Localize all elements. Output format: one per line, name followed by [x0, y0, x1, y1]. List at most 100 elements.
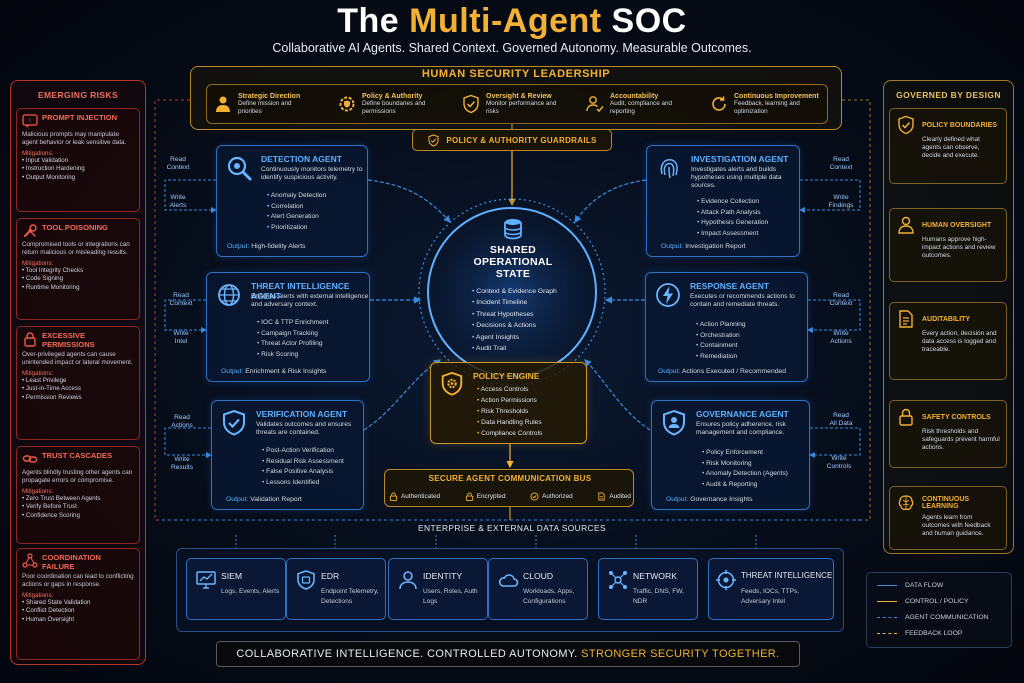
leadership-name: Strategic Direction [238, 92, 301, 100]
output-label: Output: [221, 368, 244, 375]
globe-icon [218, 284, 240, 306]
risk-mitigations-label: Mitigations: [22, 259, 54, 267]
policy-engine-list: Access Controls Action Permissions Risk … [477, 384, 543, 439]
risk-mitigations-label: Mitigations: [22, 369, 54, 377]
flow-label-governance-write: Write Controls [826, 455, 852, 470]
mitigation-item: Shared State Validation [22, 599, 90, 606]
shield-check-icon [898, 115, 914, 135]
agent-capability: Orchestration [696, 331, 746, 342]
leadership-name: Continuous Improvement [734, 92, 819, 100]
risk-card-tool-poisoning: TOOL POISONING Compromised tools or inte… [16, 218, 140, 320]
source-desc: Users, Roles, Auth Logs [423, 588, 478, 605]
shared-state-item: Audit Trail [472, 343, 557, 354]
flow-label-verification-read: Read Actions [171, 414, 193, 429]
risk-card-trust-cascades: TRUST CASCADES Agents blindly trusting o… [16, 446, 140, 544]
agent-capability: Prioritization [267, 223, 326, 234]
shared-operational-state: SHARED OPERATIONAL STATE Context & Evide… [420, 210, 606, 378]
output-value: Governance Insights [690, 496, 753, 503]
source-desc: Feeds, IOCs, TTPs, Adversary Intel [741, 588, 800, 605]
agent-capability-list: Evidence Collection Attack Path Analysis… [697, 197, 768, 239]
leadership-desc: Monitor performance and risks [486, 99, 557, 115]
agent-capability: IOC & TTP Enrichment [257, 318, 328, 329]
threat-intelligence-agent-card: THREAT INTELLIGENCE AGENT Enriches alert… [206, 272, 370, 382]
leadership-name: Policy & Authority [362, 92, 423, 100]
brain-icon [898, 495, 914, 511]
risk-mitigations-label: Mitigations: [22, 149, 54, 157]
agent-desc: Executes or recommends actions to contai… [690, 293, 795, 309]
risk-card-excessive-permissions: EXCESSIVE PERMISSIONS Over-privileged ag… [16, 326, 140, 440]
agent-capability: Impact Assessment [697, 229, 768, 240]
flow-label-response-write: Write Actions [830, 330, 852, 345]
policy-engine-card: POLICY ENGINE Access Controls Action Per… [430, 362, 587, 444]
chain-link-icon [22, 455, 38, 463]
agent-capability: Campaign Tracking [257, 329, 328, 340]
agent-capability: Anomaly Detection (Agents) [702, 469, 788, 480]
shared-state-list: Context & Evidence Graph Incident Timeli… [472, 286, 557, 354]
legend-swatch [877, 601, 897, 602]
leadership-desc: Define mission and priorities [238, 99, 292, 115]
shield-check-icon [463, 94, 479, 114]
person-icon [898, 216, 914, 234]
gov-desc: Agents learn from outcomes with feedback… [922, 514, 991, 537]
output-label: Output: [661, 243, 684, 250]
mitigation-item: Runtime Monitoring [22, 284, 80, 291]
bus-item-label: Authenticated [401, 493, 441, 500]
title-part-1: The [337, 2, 410, 40]
source-desc: Traffic, DNS, FW, NDR [633, 588, 684, 605]
mitigation-item: Input Validation [22, 157, 68, 164]
legend-item: AGENT COMMUNICATION [877, 614, 989, 621]
network-nodes-icon [22, 553, 38, 568]
agent-output: Output: High-fidelity Alerts [227, 243, 306, 250]
footer-highlight: STRONGER SECURITY TOGETHER. [581, 648, 780, 660]
footer-part-1: COLLABORATIVE INTELLIGENCE. CONTROLLED A… [236, 648, 582, 660]
prompt-alert-icon: ! [22, 114, 38, 128]
risk-card-coordination-failure: COORDINATION FAILURE Poor coordination c… [16, 548, 140, 660]
agent-capability: Residual Risk Assessment [262, 457, 344, 468]
page-title: The Multi-Agent SOC [0, 2, 1024, 41]
risk-desc: Poor coordination can lead to conflictin… [22, 573, 134, 588]
response-agent-card: RESPONSE AGENT Executes or recommends ac… [645, 272, 808, 382]
lock-icon [389, 492, 398, 501]
network-icon [609, 571, 627, 589]
flow-label-detection-read: Read Context [166, 156, 190, 171]
source-desc: Endpoint Telemetry, Detections [321, 588, 379, 605]
legend-label: DATA FLOW [905, 582, 944, 589]
check-circle-icon [530, 492, 539, 501]
left-loop-3 [164, 427, 212, 458]
flow-label-investigation-read: Read Context [829, 156, 853, 171]
risk-mitigations-list: Shared State Validation Conflict Detecti… [22, 599, 134, 625]
risk-name: TOOL POISONING [42, 223, 108, 232]
risk-mitigations-list: Least Privilege Just-in-Time Access Perm… [22, 377, 134, 403]
bus-properties: Authenticated Encrypted Authorized Audit… [389, 492, 631, 501]
shield-icon [297, 570, 315, 590]
policy-item: Compliance Controls [477, 428, 542, 439]
source-name: IDENTITY [423, 571, 463, 581]
risk-name: PROMPT INJECTION [42, 113, 118, 122]
shared-state-item: Incident Timeline [472, 297, 557, 308]
agent-capability-list: IOC & TTP Enrichment Campaign Tracking T… [257, 318, 328, 360]
risk-name: TRUST CASCADES [42, 451, 113, 460]
output-label: Output: [666, 496, 689, 503]
gov-name: SAFETY CONTROLS [922, 413, 991, 421]
monitor-chart-icon [196, 571, 216, 589]
agent-name: THREAT INTELLIGENCE AGENT [251, 281, 350, 301]
flow-label-governance-read: Read All Data [829, 412, 853, 427]
mitigation-item: Human Oversight [22, 616, 74, 623]
shared-state-title: SHARED OPERATIONAL STATE [473, 244, 553, 280]
gov-card-policy-boundaries: POLICY BOUNDARIES Clearly defined what a… [889, 108, 1007, 184]
enterprise-title: ENTERPRISE & EXTERNAL DATA SOURCES [418, 523, 606, 533]
leadership-desc: Define boundaries and permissions [362, 99, 426, 115]
detection-agent-card: DETECTION AGENT Continuously monitors te… [216, 145, 368, 257]
agent-capability: Risk Scoring [257, 350, 328, 361]
policy-guardrails-banner: POLICY & AUTHORITY GUARDRAILS [412, 129, 612, 151]
bus-item-authorized: Authorized [530, 492, 573, 501]
risk-card-prompt-injection: !PROMPT INJECTION Malicious prompts may … [16, 108, 140, 212]
agent-capability: Policy Enforcement [702, 448, 788, 459]
investigation-agent-card: INVESTIGATION AGENT Investigates alerts … [646, 145, 800, 257]
agent-capability: Anomaly Detection [267, 191, 326, 202]
fingerprint-icon [660, 159, 678, 179]
mitigation-item: Verify Before Trust [22, 503, 77, 510]
